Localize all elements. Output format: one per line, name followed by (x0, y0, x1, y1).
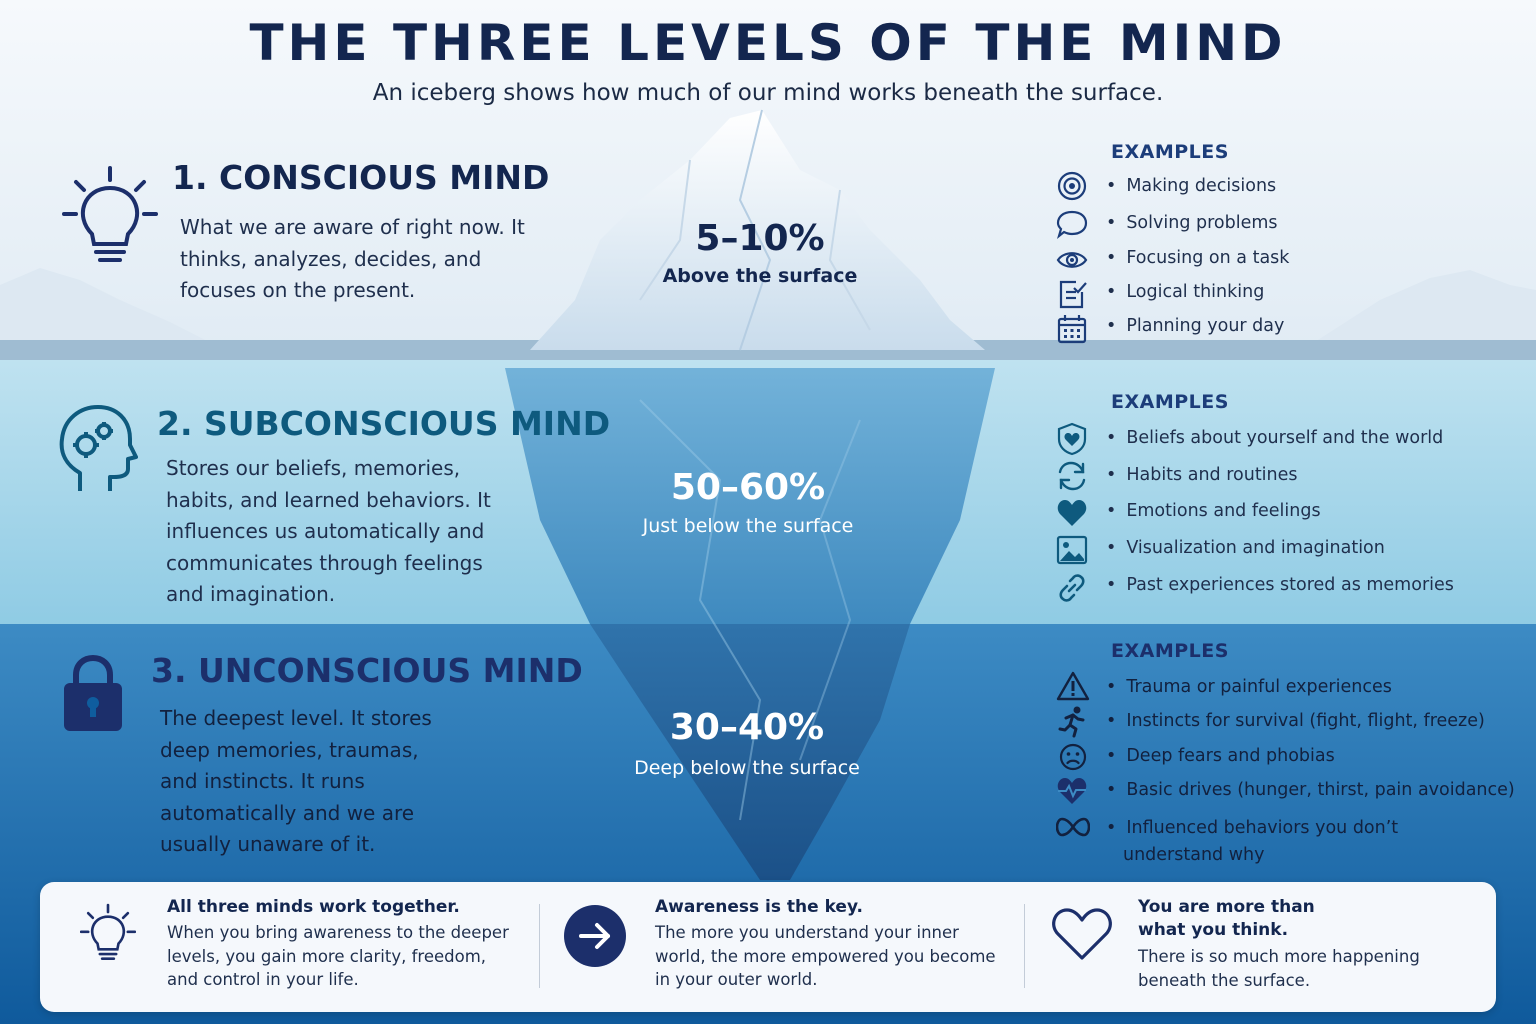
example-item: Deep fears and phobias (1106, 746, 1334, 766)
example-item: Basic drives (hunger, thirst, pain avoid… (1106, 780, 1514, 800)
example-item: Making decisions (1106, 176, 1276, 196)
level-2-examples-heading: EXAMPLES (1111, 391, 1229, 413)
example-item: Habits and routines (1106, 465, 1297, 485)
level-1-title: 1. CONSCIOUS MIND (172, 158, 550, 197)
bottom-2-body: The more you understand your inner world… (655, 923, 996, 989)
eye-icon (1056, 252, 1088, 268)
bottom-1-body: When you bring awareness to the deeper l… (167, 923, 509, 989)
warning-icon (1056, 671, 1090, 701)
page-subtitle: An iceberg shows how much of our mind wo… (372, 80, 1164, 106)
level-2-description: Stores our beliefs, memories, habits, an… (166, 456, 491, 606)
infinity-icon (1056, 817, 1090, 837)
link-icon (1059, 574, 1085, 602)
example-item: Logical thinking (1106, 282, 1264, 302)
bottom-3-heading: You are more than what you think. (1138, 897, 1315, 940)
lightbulb-icon (62, 166, 158, 262)
example-item: Past experiences stored as memories (1106, 575, 1454, 595)
target-icon (1057, 171, 1087, 201)
calendar-icon (1057, 315, 1087, 344)
level-1-percent: 5–10% (695, 218, 825, 259)
bottom-3-body: There is so much more happening beneath … (1138, 947, 1420, 990)
example-item: Influenced behaviors you don’t understan… (1106, 815, 1406, 869)
example-item: Visualization and imagination (1106, 538, 1385, 558)
example-item: Instincts for survival (fight, flight, f… (1106, 711, 1485, 731)
level-3-location: Deep below the surface (634, 757, 860, 779)
sad-face-icon (1059, 743, 1087, 771)
heartbeat-icon (1057, 778, 1087, 804)
level-2-location: Just below the surface (642, 515, 854, 537)
level-2-title: 2. SUBCONSCIOUS MIND (157, 404, 611, 443)
page-title: THE THREE LEVELS OF THE MIND (249, 14, 1287, 72)
level-1-examples-heading: EXAMPLES (1111, 141, 1229, 163)
level-3-examples-heading: EXAMPLES (1111, 640, 1229, 662)
lightbulb-icon (80, 903, 136, 960)
divider (539, 904, 540, 988)
padlock-icon (64, 655, 122, 731)
shield-heart-icon (1057, 422, 1087, 456)
level-3-title: 3. UNCONSCIOUS MIND (151, 651, 583, 690)
bottom-1-heading: All three minds work together. (167, 897, 460, 917)
bottom-summary-card: All three minds work together. When you … (40, 882, 1496, 1012)
example-item: Trauma or painful experiences (1106, 677, 1392, 697)
level-2-percent: 50–60% (670, 467, 826, 508)
level-3-description: The deepest level. It stores deep memori… (160, 706, 432, 856)
level-1-description: What we are aware of right now. It think… (180, 215, 525, 302)
head-gears-icon (59, 405, 138, 491)
example-item: Beliefs about yourself and the world (1106, 428, 1443, 448)
example-item: Planning your day (1106, 316, 1284, 336)
level-3-percent: 30–40% (669, 707, 825, 748)
divider (1024, 904, 1025, 988)
speech-bubble-icon (1056, 210, 1088, 240)
checklist-icon (1059, 280, 1087, 309)
arrow-right-icon (564, 905, 626, 967)
example-item: Emotions and feelings (1106, 501, 1320, 521)
running-person-icon (1058, 706, 1085, 738)
example-item: Solving problems (1106, 213, 1277, 233)
bottom-2-heading: Awareness is the key. (655, 897, 863, 917)
example-item: Focusing on a task (1106, 248, 1289, 268)
refresh-icon (1058, 461, 1086, 491)
image-icon (1056, 535, 1088, 565)
heart-outline-icon (1052, 908, 1112, 960)
heart-icon (1057, 500, 1087, 526)
level-1-location: Above the surface (662, 265, 858, 287)
